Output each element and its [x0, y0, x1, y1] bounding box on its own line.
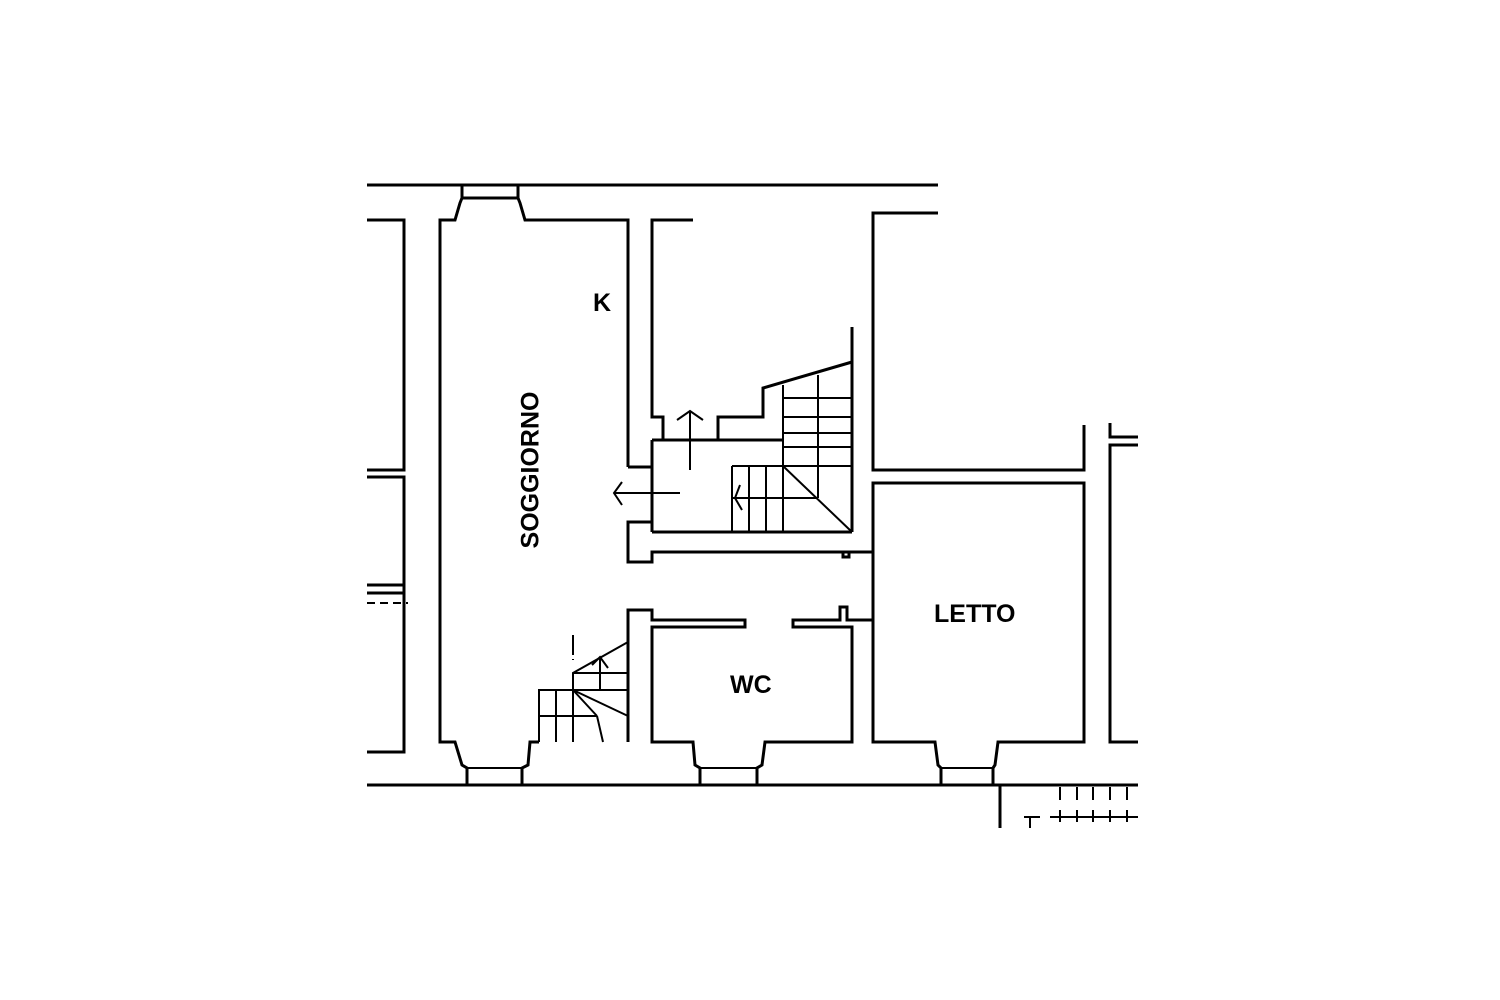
room-label-wc: WC	[730, 671, 772, 699]
staircase-upper	[612, 375, 853, 533]
room-label-living: SOGGIORNO	[516, 391, 545, 549]
bedroom-walls	[850, 211, 1138, 785]
room-label-bedroom: LETTO	[934, 600, 1016, 628]
staircase-lower	[538, 635, 629, 743]
kitchen-walls	[650, 218, 854, 559]
wc-walls	[467, 605, 854, 785]
living-room-walls	[438, 183, 873, 785]
room-label-kitchen: K	[593, 289, 612, 317]
exterior-steps	[1024, 787, 1138, 828]
exterior-walls	[367, 183, 1138, 828]
